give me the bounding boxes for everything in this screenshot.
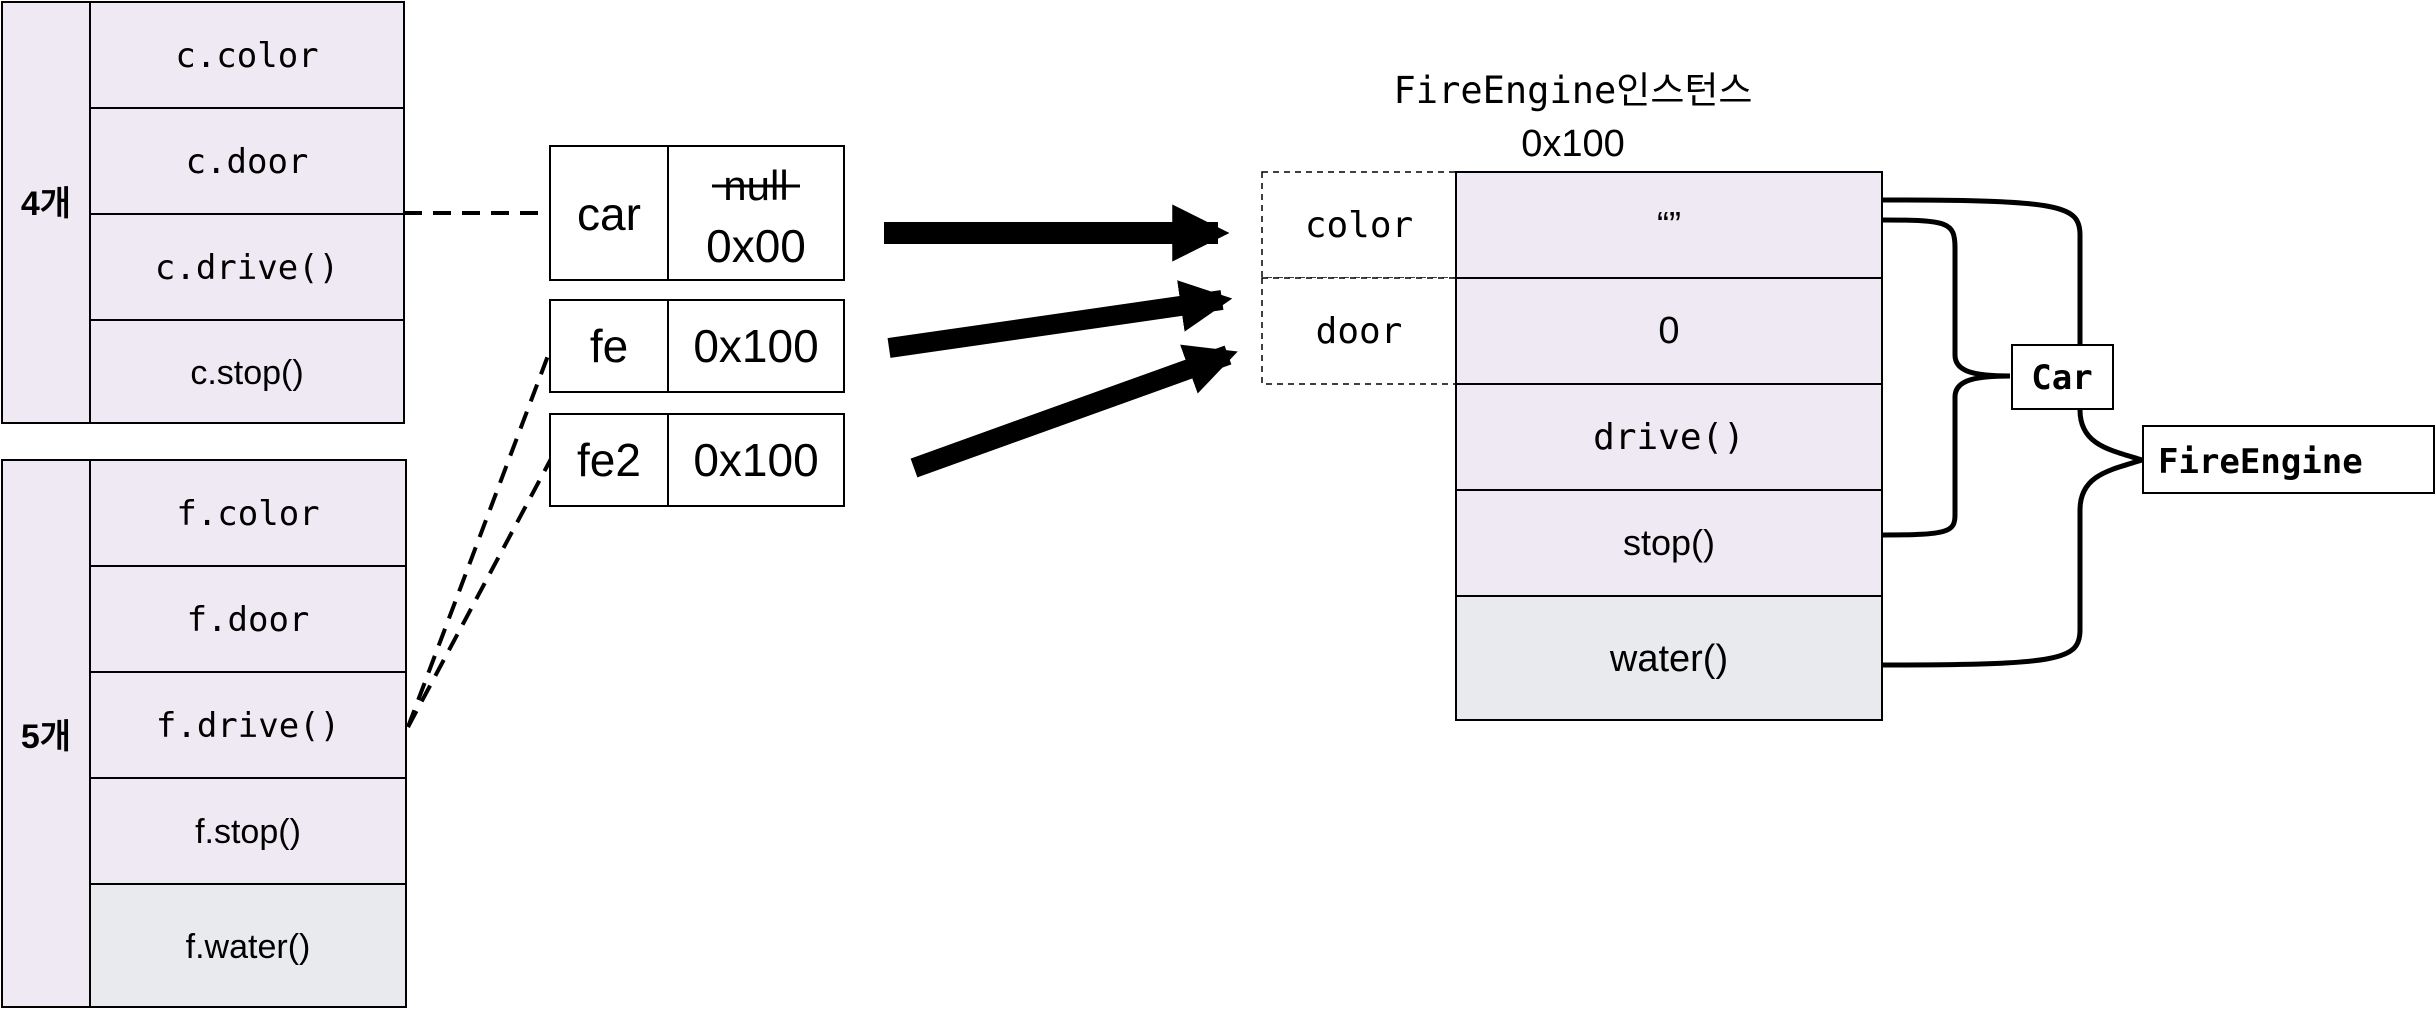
instance-value-stop: stop() (1623, 522, 1715, 563)
instance-value-drive: drive() (1593, 417, 1745, 458)
car-member-door: c.door (186, 142, 309, 182)
car-member-cell-color (89, 1, 405, 109)
car-group-count-label: 4개 (21, 185, 71, 223)
instance-address: 0x100 (1521, 123, 1625, 165)
fe-value-cell (667, 299, 845, 393)
instance-value-water: water() (1609, 638, 1728, 680)
fire-member-stop: f.stop() (195, 813, 301, 851)
pointer-arrows (884, 204, 1238, 478)
instance-cell-drive (1455, 383, 1883, 491)
instance-value-color: “” (1657, 204, 1681, 245)
fe2-connector-line (406, 456, 554, 728)
car-label-box (2011, 344, 2114, 410)
car-member-cell-drive (89, 213, 405, 321)
instance-title: FireEngine인스턴스 (1394, 69, 1753, 112)
car-brace (1882, 217, 2011, 538)
fire-brace (1882, 197, 2151, 668)
field-name-cell-color (1261, 171, 1457, 279)
fe-connector-line (406, 344, 554, 728)
instance-cell-door (1455, 277, 1883, 385)
instance-object: “” 0 drive() stop() water() (1455, 171, 1883, 721)
dashed-connectors (404, 211, 554, 728)
car-value-cell (667, 145, 845, 281)
fire-member-cell-water (89, 883, 407, 1008)
fe-name-cell (549, 299, 669, 393)
fe-pointer-arrow (887, 280, 1233, 358)
fire-member-group: 5개 f.color f.door f.drive() f.stop() f.w… (1, 459, 407, 1008)
car-ref-value: 0x00 (706, 220, 806, 272)
bracket-labels: Car FireEngine (2011, 344, 2435, 494)
fe2-pointer-arrow (910, 344, 1238, 478)
car-label: Car (2031, 358, 2092, 398)
car-member-cell-door (89, 107, 405, 215)
fire-label: FireEngine (2158, 442, 2363, 482)
fe2-ref-value: 0x100 (693, 434, 818, 486)
field-name-door: door (1316, 311, 1403, 352)
car-name-cell (549, 145, 669, 281)
grouping-brackets (1882, 197, 2151, 668)
instance-value-door: 0 (1658, 310, 1679, 352)
fe-ref-value: 0x100 (693, 320, 818, 372)
fire-member-drive: f.drive() (156, 706, 340, 746)
instance-cell-stop (1455, 489, 1883, 597)
fire-member-cell-stop (89, 777, 407, 885)
fire-member-door: f.door (187, 600, 310, 640)
car-member-drive: c.drive() (155, 248, 339, 288)
field-name-cell-door (1261, 277, 1457, 385)
car-member-stop: c.stop() (190, 354, 303, 392)
fire-label-box (2142, 425, 2435, 494)
fe2-ref-name: fe2 (577, 434, 641, 486)
instance-field-names: color door (1261, 171, 1457, 385)
fire-member-cell-door (89, 565, 407, 673)
fe-ref-name: fe (590, 320, 628, 372)
car-ref-name: car (577, 188, 641, 240)
instance-cell-color (1455, 171, 1883, 279)
reference-variables: car null 0x00 fe 0x100 fe2 0x100 (549, 145, 845, 507)
car-member-color: c.color (175, 36, 318, 76)
field-name-color: color (1305, 205, 1413, 246)
fire-group-count-label: 5개 (21, 718, 71, 756)
car-member-cell-stop (89, 319, 405, 424)
fe2-name-cell (549, 413, 669, 507)
fe2-value-cell (667, 413, 845, 507)
fire-group-count-cell (1, 459, 91, 1008)
fire-member-color: f.color (176, 494, 319, 534)
fire-member-water: f.water() (186, 928, 311, 966)
car-member-group: 4개 c.color c.door c.drive() c.stop() (1, 1, 405, 424)
instance-cell-water (1455, 595, 1883, 721)
car-group-count-cell (1, 1, 91, 424)
